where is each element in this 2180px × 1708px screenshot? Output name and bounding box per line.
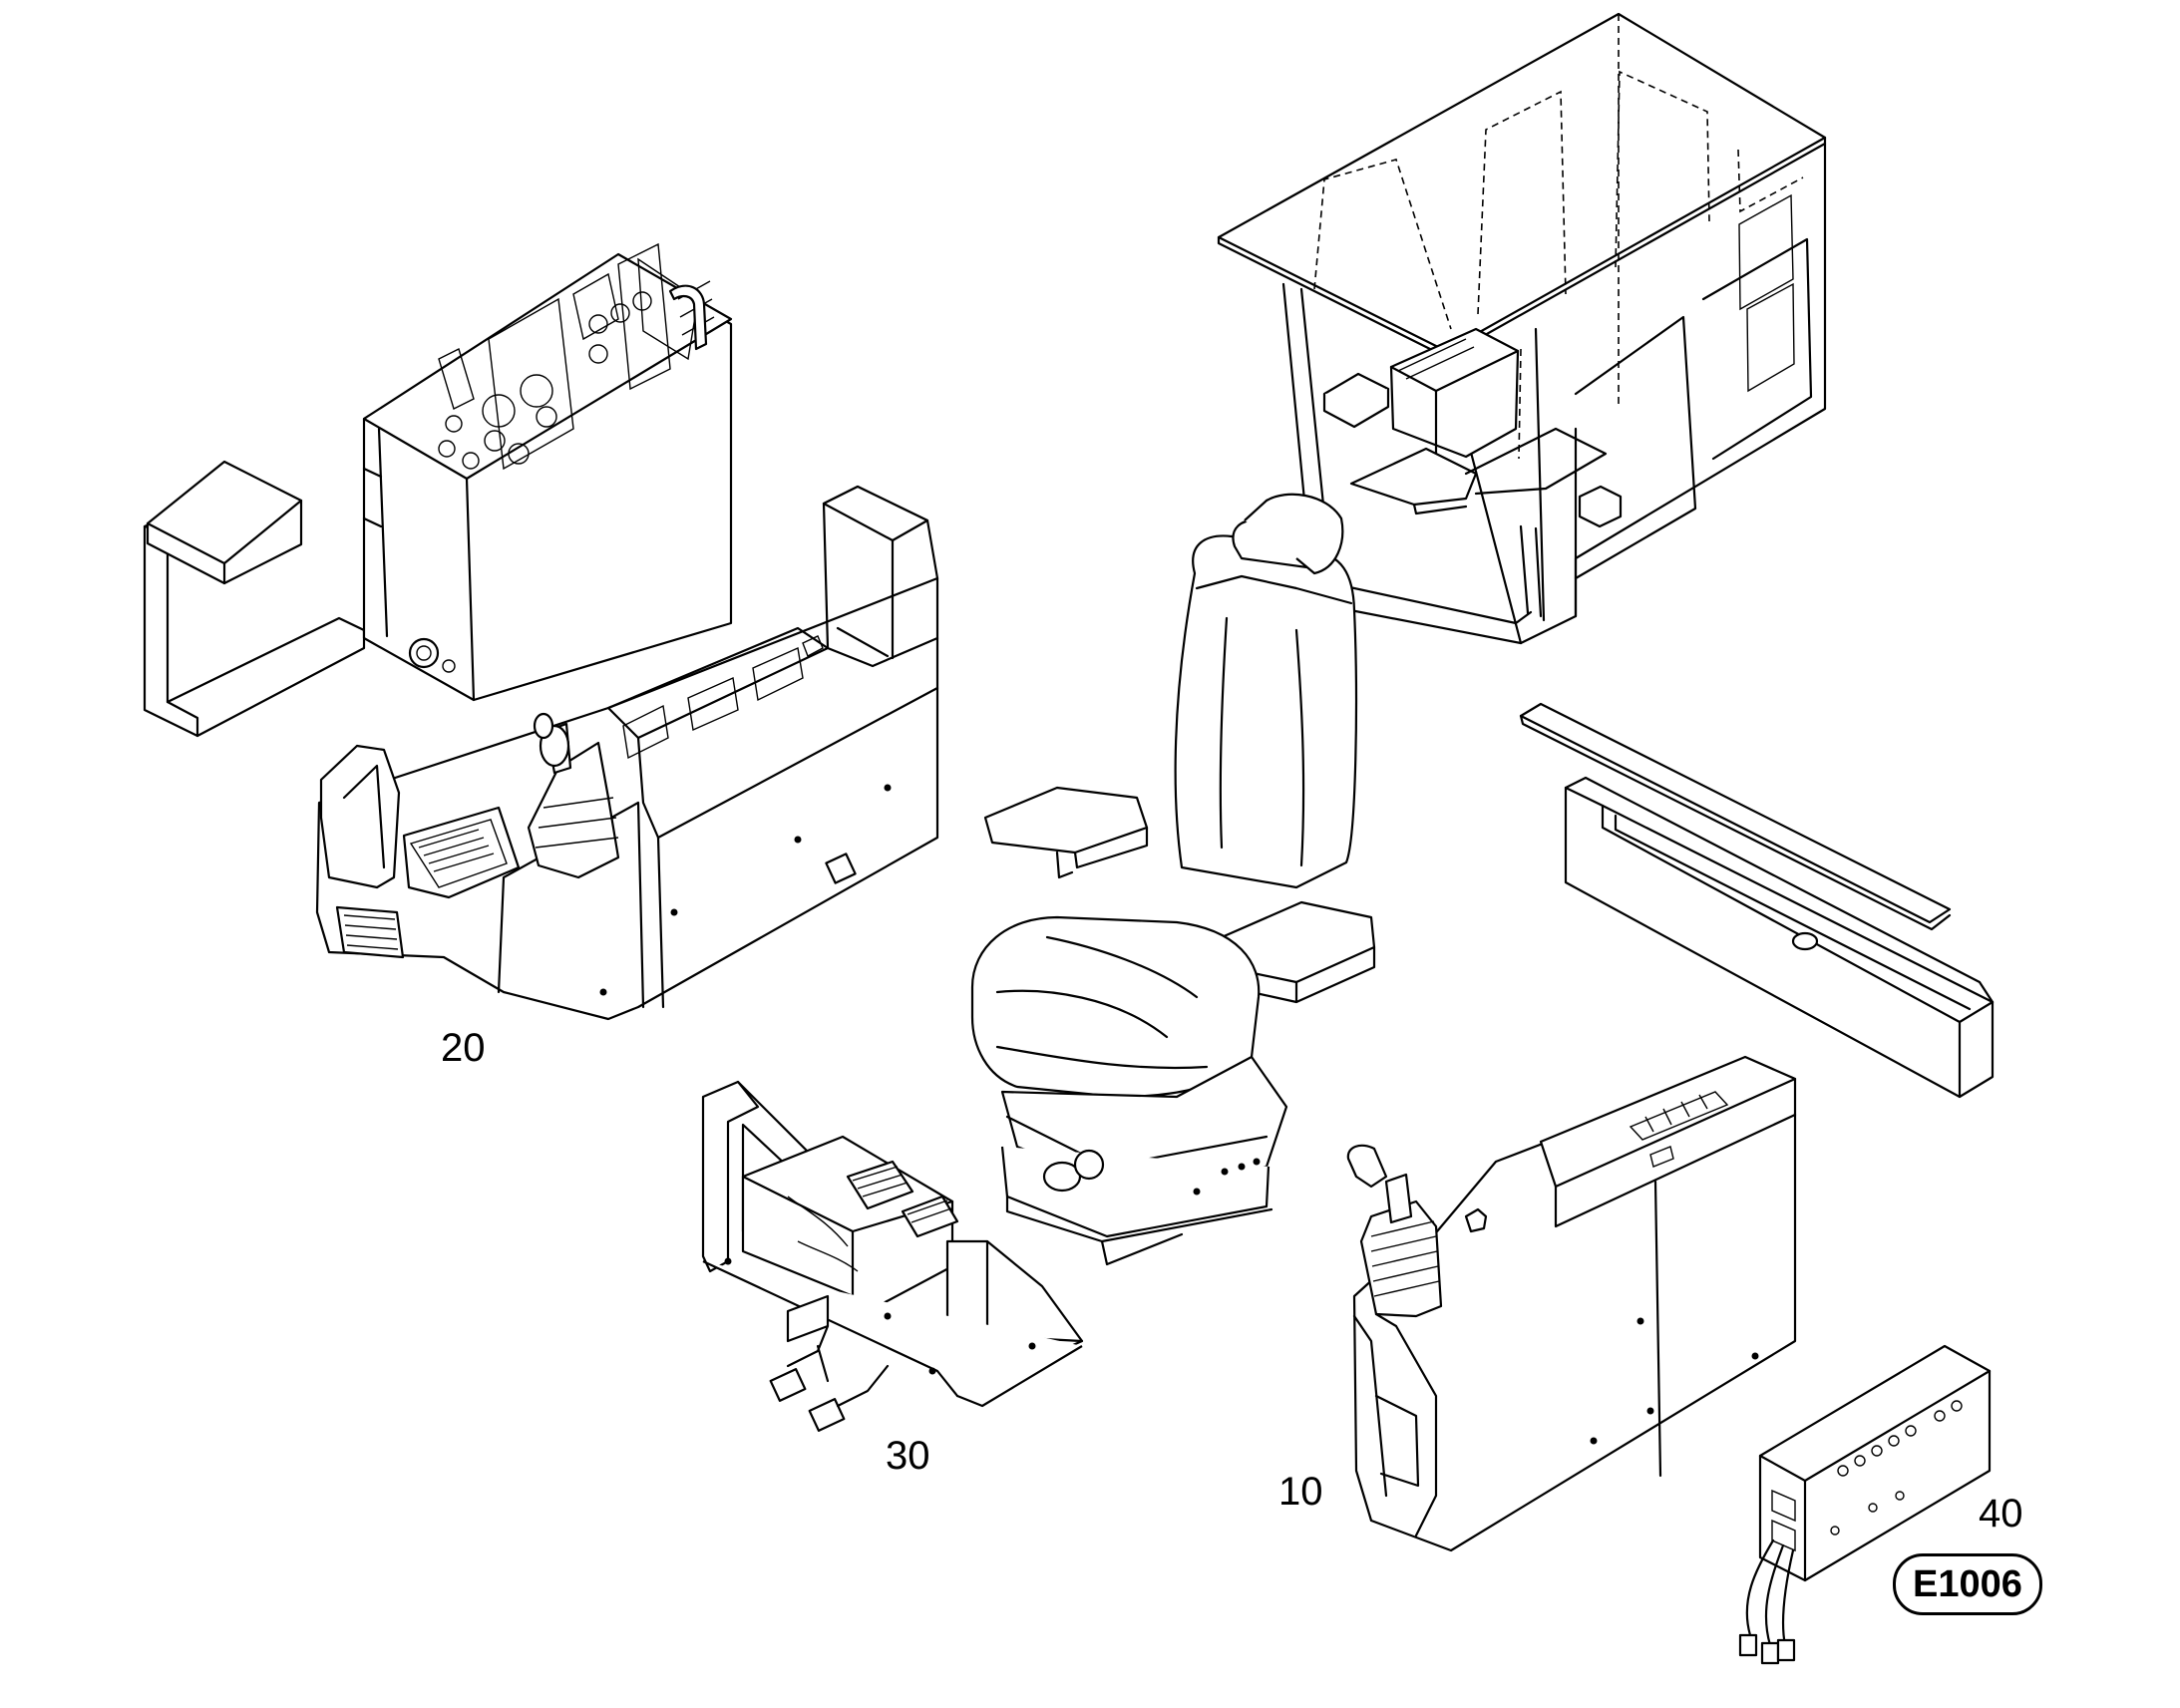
callout-30-label: 30 [886, 1434, 930, 1478]
right-console-assembly [1346, 1055, 1797, 1552]
electrical-control-box [1738, 1344, 1992, 1665]
left-console-assembly [315, 485, 939, 1021]
cover-and-channel [1519, 702, 1995, 1099]
operator-seat [970, 493, 1376, 1266]
callout-20-label: 20 [441, 1026, 486, 1070]
pedal-assembly [701, 1080, 1084, 1432]
operator-cab [1217, 12, 1827, 645]
callout-40-label: 40 [1979, 1492, 2023, 1536]
callout-10-label: 10 [1278, 1470, 1323, 1514]
rear-display-cabinet [143, 242, 733, 738]
drawing-reference-badge: E1006 [1893, 1553, 2042, 1615]
